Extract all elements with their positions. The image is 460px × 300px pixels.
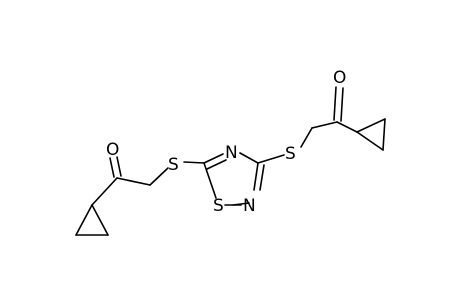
bond: [336, 121, 358, 133]
bond: [253, 162, 259, 191]
bond: [91, 204, 109, 236]
bond: [382, 118, 386, 151]
oxygen-atom-left: O: [106, 140, 119, 160]
bond: [257, 154, 285, 164]
oxygen-atom-right: O: [333, 68, 346, 88]
atom-labels: O S N S S N O: [106, 68, 346, 216]
bond: [203, 162, 217, 199]
bond: [340, 87, 344, 122]
bond: [116, 156, 122, 177]
bond: [356, 118, 386, 133]
sulfur-atom-ring: S: [213, 196, 224, 216]
bond: [116, 177, 151, 186]
bond: [333, 86, 337, 121]
bond: [183, 161, 205, 164]
bond: [149, 167, 169, 186]
bond: [356, 131, 384, 151]
bonds: [75, 86, 386, 236]
bond: [239, 152, 259, 164]
bond: [91, 177, 118, 206]
bond: [109, 157, 115, 178]
nitrogen-atom-ring-top: N: [225, 143, 238, 163]
nitrogen-atom-ring-bottom: N: [243, 196, 256, 216]
bond: [311, 121, 338, 129]
bond: [206, 159, 227, 170]
sulfur-atom-left: S: [168, 155, 179, 175]
bond: [300, 127, 313, 148]
bond: [259, 164, 265, 191]
bond: [203, 153, 224, 164]
sulfur-atom-right: S: [285, 144, 296, 164]
bond: [75, 204, 93, 236]
